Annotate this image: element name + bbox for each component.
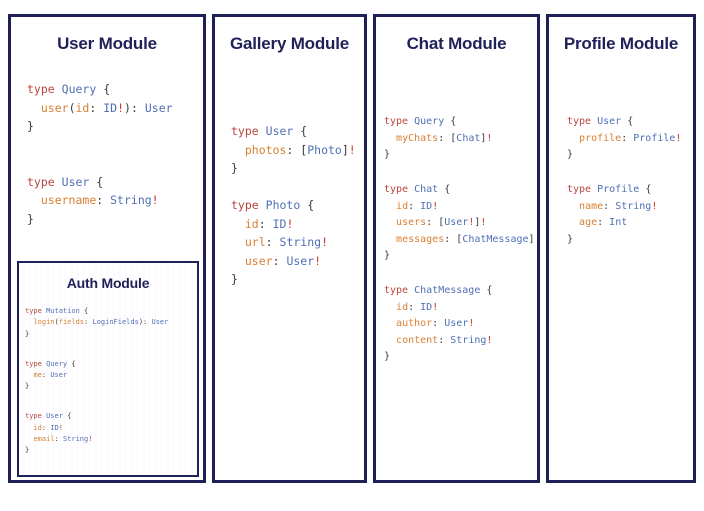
code-line: type Photo {	[231, 198, 315, 213]
code-line: }	[27, 211, 34, 226]
code-line: }	[231, 161, 238, 176]
code-blank-line	[384, 265, 537, 284]
code-blank-line	[27, 154, 203, 173]
code-line: }	[25, 446, 30, 455]
panel-chat-module[interactable]: Chat Module type Query { myChats: [Chat]…	[373, 14, 540, 483]
code-block-profile-module: type User { profile: Profile!} type Profi…	[567, 114, 693, 248]
panel-auth-module[interactable]: Auth Module type Mutation { login(fields…	[17, 261, 199, 477]
code-line: user: User!	[244, 253, 322, 268]
code-line: type Chat {	[384, 184, 451, 196]
code-line: type Mutation {	[25, 306, 89, 315]
code-line: users: [User!]!	[396, 217, 487, 229]
code-line: }	[384, 351, 391, 363]
code-blank-line	[27, 136, 203, 155]
code-line: profile: Profile!	[579, 132, 682, 144]
panel-title-profile-module: Profile Module	[563, 34, 679, 53]
code-line: login(fields: LoginFields): User	[33, 318, 169, 327]
code-line: myChats: [Chat]!	[396, 132, 493, 144]
code-blank-line	[384, 164, 537, 183]
code-line: }	[384, 149, 391, 161]
code-line: age: Int	[579, 217, 628, 229]
code-block-auth-module: type Mutation { login(fields: LoginField…	[25, 306, 197, 457]
code-blank-line	[567, 164, 693, 183]
code-line: photos: [Photo]!	[244, 142, 356, 157]
code-blank-line	[231, 178, 364, 197]
code-line: content: String!	[396, 334, 493, 346]
panel-title-auth-module: Auth Module	[66, 275, 150, 291]
code-line: id: ID!	[33, 423, 63, 432]
code-line: me: User	[33, 370, 68, 379]
code-block-gallery-module: type User { photos: [Photo]!} type Photo …	[231, 122, 364, 289]
code-block-user-module: type Query { user(id: ID!): User} type Us…	[27, 80, 203, 228]
code-line: type User {	[27, 174, 104, 189]
code-line: type Query {	[384, 116, 457, 128]
code-line: type Profile {	[567, 184, 652, 196]
code-line: id: ID!	[396, 301, 439, 313]
code-line: }	[27, 119, 34, 134]
code-blank-line	[25, 393, 197, 412]
code-line: type User {	[231, 124, 308, 139]
panel-title-user-module: User Module	[57, 34, 157, 53]
code-line: url: String!	[244, 235, 328, 250]
code-line: messages: [ChatMessage]!	[396, 233, 537, 245]
code-line: author: User!	[396, 318, 475, 330]
code-line: }	[567, 233, 574, 245]
code-line: }	[25, 382, 30, 391]
code-line: email: String!	[33, 435, 93, 444]
code-line: type ChatMessage {	[384, 285, 493, 297]
code-line: id: ID!	[396, 200, 439, 212]
panel-profile-module[interactable]: Profile Module type User { profile: Prof…	[546, 14, 696, 483]
code-line: user(id: ID!): User	[40, 100, 173, 115]
panel-user-module[interactable]: User Module type Query { user(id: ID!): …	[8, 14, 206, 483]
panel-title-gallery-module: Gallery Module	[229, 34, 350, 53]
code-line: }	[567, 149, 574, 161]
code-line: type Query {	[25, 359, 76, 368]
code-line: username: String!	[40, 193, 159, 208]
code-line: id: ID!	[244, 216, 294, 231]
code-line: }	[25, 329, 30, 338]
code-line: type User {	[25, 412, 72, 421]
code-blank-line	[25, 340, 197, 359]
panel-title-chat-module: Chat Module	[406, 34, 507, 53]
code-line: type Query {	[27, 82, 111, 97]
code-line: type User {	[567, 116, 634, 128]
code-line: name: String!	[579, 200, 658, 212]
code-block-chat-module: type Query { myChats: [Chat]!} type Chat …	[384, 114, 537, 366]
panel-gallery-module[interactable]: Gallery Module type User { photos: [Phot…	[212, 14, 367, 483]
code-line: }	[231, 272, 238, 287]
code-line: }	[384, 250, 391, 262]
